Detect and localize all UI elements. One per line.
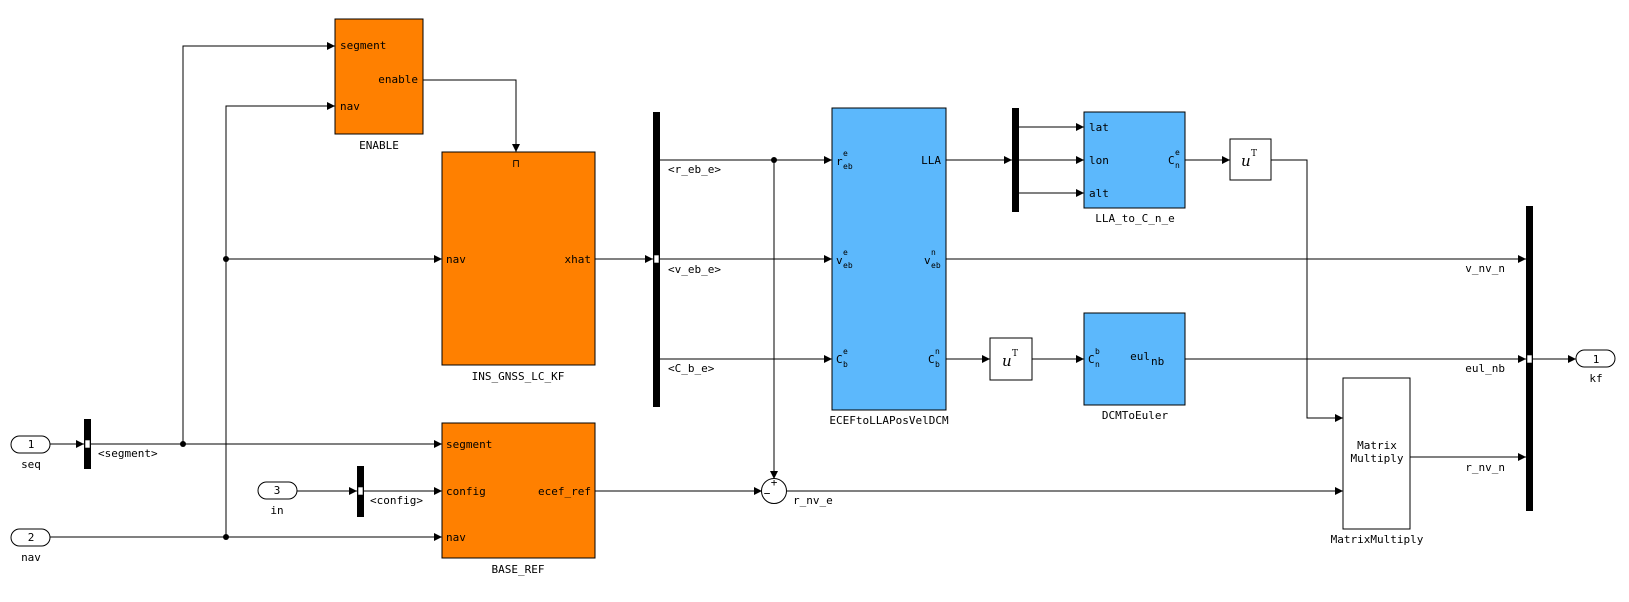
svg-text:b: b	[935, 360, 940, 369]
enable-block[interactable]: segment nav enable ENABLE	[334, 18, 424, 152]
kf-block-name: INS_GNSS_LC_KF	[472, 370, 565, 383]
outport-kf[interactable]: 1 kf	[1575, 349, 1616, 385]
svg-text:nb: nb	[1151, 355, 1164, 368]
svg-text:e: e	[843, 347, 848, 356]
base-ref-port-ecef-ref: ecef_ref	[538, 485, 591, 498]
svg-text:n: n	[931, 248, 936, 257]
lla-port-lon: lon	[1089, 154, 1109, 167]
inport-seq[interactable]: 1 seq	[10, 435, 51, 471]
lla-block-name: LLA_to_C_n_e	[1095, 212, 1174, 225]
lla-port-c-n-e: C e n	[1168, 148, 1180, 170]
ecef-port-c-b: C e b	[836, 347, 848, 369]
svg-text:C: C	[1088, 353, 1095, 366]
svg-text:n: n	[1095, 360, 1100, 369]
svg-text:b: b	[1095, 347, 1100, 356]
svg-text:u: u	[1241, 152, 1251, 170]
signal-label-segment: <segment>	[98, 447, 158, 460]
svg-text:C: C	[1168, 154, 1175, 167]
ecef-port-c-b-n: C n b	[928, 347, 940, 369]
svg-text:v: v	[836, 254, 843, 267]
ecef-port-lla: LLA	[921, 154, 941, 167]
svg-text:T: T	[1012, 349, 1018, 359]
bus-selector-xhat[interactable]	[653, 112, 660, 407]
ecef-port-v-eb-n: v n eb	[924, 248, 941, 270]
enable-port-nav: nav	[340, 100, 360, 113]
svg-text:eul: eul	[1130, 350, 1150, 363]
inport-seq-number: 1	[28, 438, 35, 451]
enable-port-enable: enable	[378, 73, 418, 86]
signal-label-v-nv-n: v_nv_n	[1465, 262, 1505, 275]
bus-selector-segment[interactable]: <segment>	[84, 419, 158, 469]
base-ref-port-config: config	[446, 485, 486, 498]
lla-port-lat: lat	[1089, 121, 1109, 134]
signal-label-r-nv-n: r_nv_n	[1465, 461, 1505, 474]
svg-text:e: e	[843, 149, 848, 158]
demux-lla[interactable]	[1012, 108, 1019, 212]
svg-text:v: v	[924, 254, 931, 267]
inport-in-label: in	[270, 504, 283, 517]
enable-block-name: ENABLE	[359, 139, 399, 152]
signal-label-config: <config>	[370, 494, 423, 507]
inport-nav[interactable]: 2 nav	[10, 528, 51, 564]
ecef-port-r-eb: r e eb	[836, 149, 853, 171]
sum-block[interactable]: + −	[761, 476, 787, 504]
svg-text:eb: eb	[843, 261, 853, 270]
inport-seq-label: seq	[21, 458, 41, 471]
ecef-port-v-eb: v e eb	[836, 248, 853, 270]
signal-label-v-eb-e: <v_eb_e>	[668, 263, 721, 276]
signal-label-eul-nb: eul_nb	[1465, 362, 1505, 375]
svg-text:r: r	[836, 155, 843, 168]
bus-selector-config[interactable]: <config>	[357, 466, 423, 517]
matmul-line2: Multiply	[1351, 452, 1404, 465]
svg-text:n: n	[1175, 161, 1180, 170]
kf-trigger-icon: ⊓	[513, 157, 520, 170]
base-ref-block-name: BASE_REF	[492, 563, 545, 576]
svg-text:e: e	[843, 248, 848, 257]
ecef-block[interactable]: r e eb v e eb C e b LLA v n eb C n b ECE…	[829, 107, 949, 427]
dcm-port-eul-nb: eul nb	[1130, 350, 1164, 368]
signal-label-r-nv-e: r_nv_e	[793, 494, 833, 507]
inport-nav-number: 2	[28, 531, 35, 544]
dcm-block-name: DCMToEuler	[1102, 409, 1169, 422]
signal-label-r-eb-e: <r_eb_e>	[668, 163, 721, 176]
sum-minus-sign: −	[764, 487, 771, 500]
outport-kf-label: kf	[1589, 372, 1602, 385]
svg-text:T: T	[1251, 149, 1257, 159]
svg-text:C: C	[836, 353, 843, 366]
outport-kf-number: 1	[1593, 353, 1600, 366]
lla-block[interactable]: lat lon alt C e n LLA_to_C_n_e	[1083, 111, 1186, 225]
matrix-multiply-block[interactable]: Matrix Multiply MatrixMultiply	[1331, 377, 1424, 546]
signal-wires	[50, 42, 1576, 541]
base-ref-port-nav: nav	[446, 531, 466, 544]
dcm-port-c-n-b: C b n	[1088, 347, 1100, 369]
kf-port-xhat: xhat	[565, 253, 592, 266]
branch-points	[180, 157, 777, 540]
matmul-block-name: MatrixMultiply	[1331, 533, 1424, 546]
enable-port-segment: segment	[340, 39, 386, 52]
transpose-block-2[interactable]: u T	[989, 337, 1033, 381]
svg-text:eb: eb	[931, 261, 941, 270]
inport-in[interactable]: 3 in	[257, 481, 298, 517]
base-ref-port-segment: segment	[446, 438, 492, 451]
svg-text:u: u	[1002, 352, 1012, 370]
base-ref-block[interactable]: segment config nav ecef_ref BASE_REF	[441, 422, 596, 576]
svg-text:e: e	[1175, 148, 1180, 157]
transpose-block-1[interactable]: u T	[1229, 138, 1272, 181]
matmul-line1: Matrix	[1357, 439, 1397, 452]
inport-in-number: 3	[274, 484, 281, 497]
ecef-block-name: ECEFtoLLAPosVelDCM	[829, 414, 949, 427]
sum-plus-sign: +	[771, 476, 778, 489]
inport-nav-label: nav	[21, 551, 41, 564]
kf-block[interactable]: ⊓ nav xhat INS_GNSS_LC_KF	[441, 151, 596, 383]
dcm-block[interactable]: C b n eul nb DCMToEuler	[1083, 312, 1186, 422]
signal-label-c-b-e: <C_b_e>	[668, 362, 715, 375]
svg-text:eb: eb	[843, 162, 853, 171]
svg-text:n: n	[935, 347, 940, 356]
mux-kf[interactable]	[1526, 206, 1533, 511]
kf-port-nav: nav	[446, 253, 466, 266]
svg-text:b: b	[843, 360, 848, 369]
svg-text:C: C	[928, 353, 935, 366]
lla-port-alt: alt	[1089, 187, 1109, 200]
